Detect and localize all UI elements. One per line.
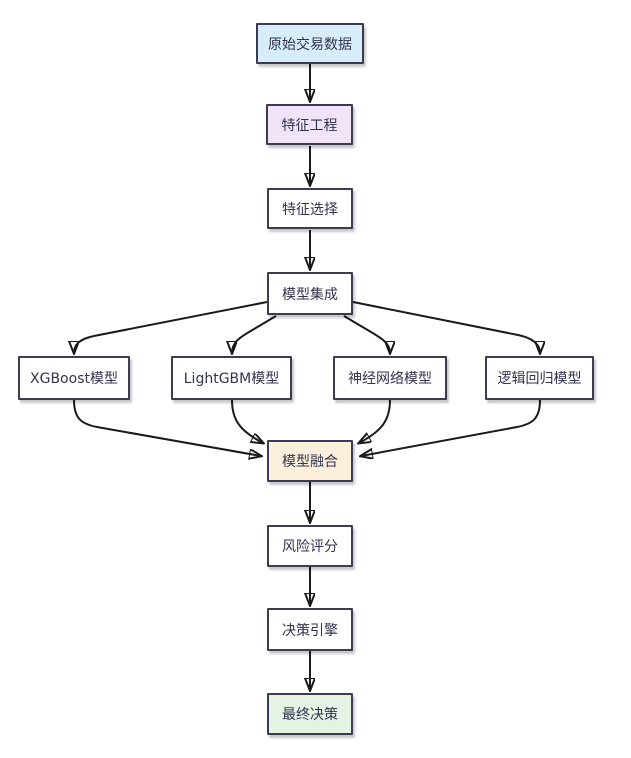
edge-model-ensemble-to-neural-network: [343, 315, 390, 353]
node-lightgbm-model: LightGBM模型: [171, 356, 292, 400]
node-raw-transaction-data: 原始交易数据: [256, 23, 364, 64]
node-model-ensemble: 模型集成: [267, 272, 353, 315]
node-feature-engineering: 特征工程: [266, 104, 353, 145]
node-risk-score: 风险评分: [267, 525, 353, 567]
node-logistic-regression-model: 逻辑回归模型: [485, 356, 594, 400]
edge-lightgbm-to-model-fusion: [231, 399, 263, 443]
edge-model-ensemble-to-xgboost: [74, 301, 268, 353]
edge-model-ensemble-to-lightgbm: [232, 315, 277, 353]
node-decision-engine: 决策引擎: [267, 608, 353, 651]
node-final-decision: 最终决策: [267, 693, 353, 735]
node-model-fusion: 模型融合: [267, 440, 353, 482]
edge-logistic-regression-to-model-fusion: [361, 399, 541, 456]
node-feature-selection: 特征选择: [267, 188, 353, 229]
edge-neural-network-to-model-fusion: [359, 399, 391, 443]
node-xgboost-model: XGBoost模型: [18, 356, 130, 400]
edge-xgboost-to-model-fusion: [73, 399, 261, 456]
edge-model-ensemble-to-logistic-regression: [352, 301, 540, 353]
node-neural-network-model: 神经网络模型: [333, 356, 447, 400]
